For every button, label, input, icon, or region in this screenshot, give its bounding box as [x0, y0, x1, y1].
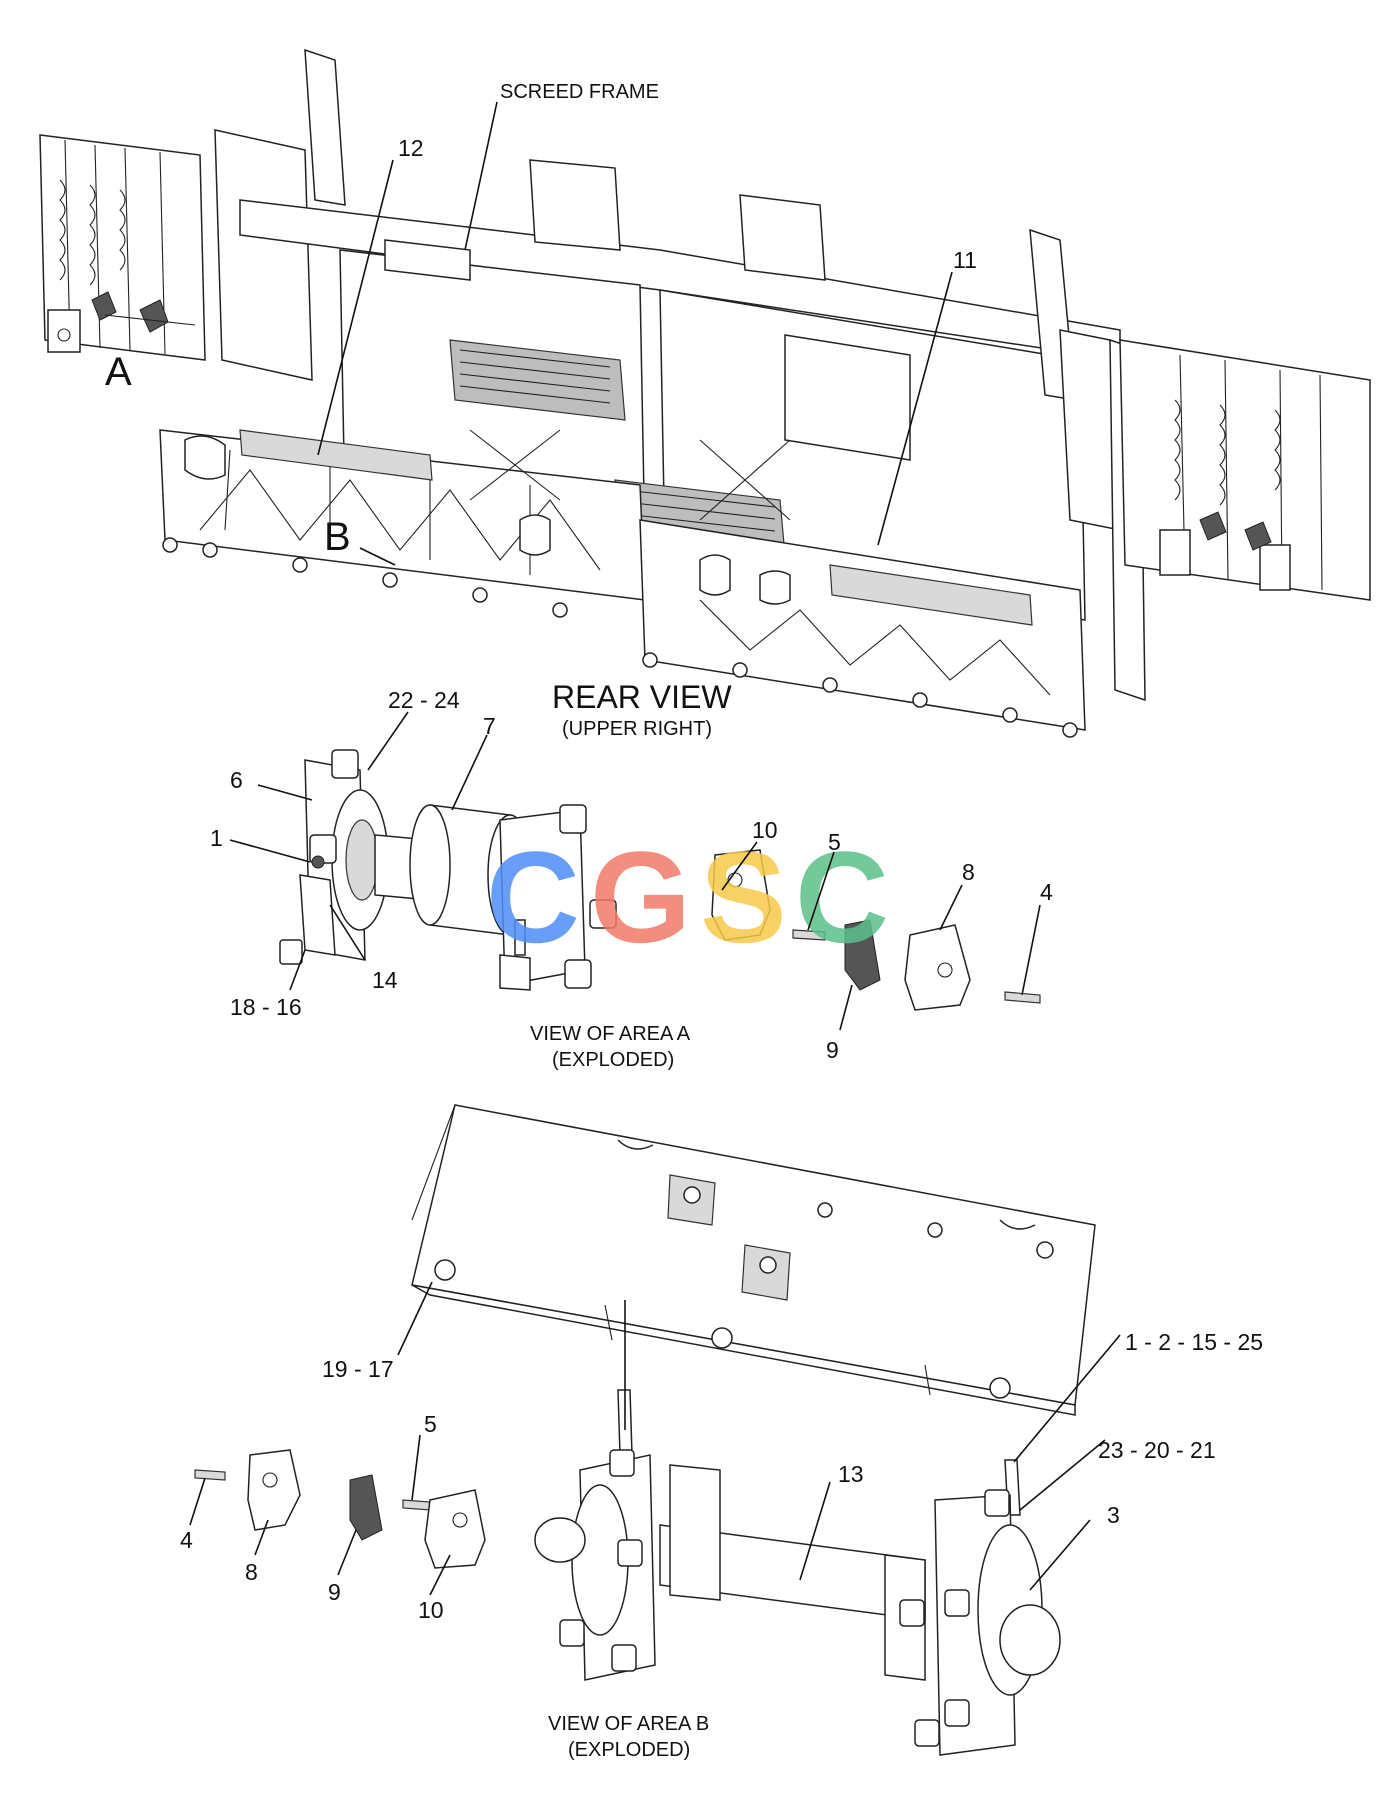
rear-view-subtitle: (UPPER RIGHT) [562, 718, 712, 740]
callout-11: 11 [953, 247, 977, 273]
area-a-title: VIEW OF AREA A [530, 1023, 691, 1045]
right-extension [1119, 339, 1371, 601]
rear-view-title: REAR VIEW [552, 679, 732, 715]
watermark-letter-c1: C [486, 824, 580, 970]
callout-6: 6 [230, 767, 243, 793]
callout-22-24: 22 - 24 [388, 687, 460, 713]
callout-8-area-b: 8 [245, 1559, 258, 1585]
watermark-letter-s: S [700, 824, 787, 970]
area-b-exploded-drawing [194, 1104, 1096, 1756]
area-a-subtitle: (EXPLODED) [552, 1049, 674, 1071]
callout-10-area-b: 10 [418, 1597, 444, 1623]
watermark-letter-g: G [590, 824, 691, 970]
callout-5-area-a: 5 [828, 829, 841, 855]
main-frame [159, 48, 1146, 738]
callout-18-16: 18 - 16 [230, 994, 302, 1020]
callout-9-area-b: 9 [328, 1579, 341, 1605]
callout-9-area-a: 9 [826, 1037, 839, 1063]
screed-frame-label: SCREED FRAME [500, 81, 659, 103]
area-b-title: VIEW OF AREA B [548, 1713, 709, 1735]
callout-5-area-b: 5 [424, 1411, 437, 1437]
area-a-marker: A [105, 350, 132, 394]
callout-7: 7 [483, 713, 496, 739]
left-extension [39, 134, 206, 361]
area-b-leaders [189, 1281, 1121, 1596]
callout-4-area-b: 4 [180, 1527, 193, 1553]
callout-23-20-21: 23 - 20 - 21 [1098, 1437, 1216, 1463]
area-b-marker: B [324, 515, 351, 559]
callout-1-2-15-25: 1 - 2 - 15 - 25 [1125, 1329, 1263, 1355]
area-b-subtitle: (EXPLODED) [568, 1739, 690, 1761]
callout-3: 3 [1107, 1502, 1120, 1528]
area-a-leaders [229, 711, 1041, 1031]
callout-13: 13 [838, 1461, 864, 1487]
callout-1: 1 [210, 825, 223, 851]
area-a-exploded-drawing [279, 749, 1041, 1011]
cgsc-watermark: C G S C [486, 824, 889, 970]
callout-14: 14 [372, 967, 398, 993]
callout-10-area-a: 10 [752, 817, 778, 843]
callout-12: 12 [398, 135, 424, 161]
callout-8-area-a: 8 [962, 859, 975, 885]
callout-19-17: 19 - 17 [322, 1356, 394, 1382]
rear-view-leaders [317, 101, 953, 566]
watermark-letter-c2: C [795, 824, 889, 970]
callout-4-area-a: 4 [1040, 879, 1053, 905]
screed-frame-drawing [39, 48, 1371, 738]
